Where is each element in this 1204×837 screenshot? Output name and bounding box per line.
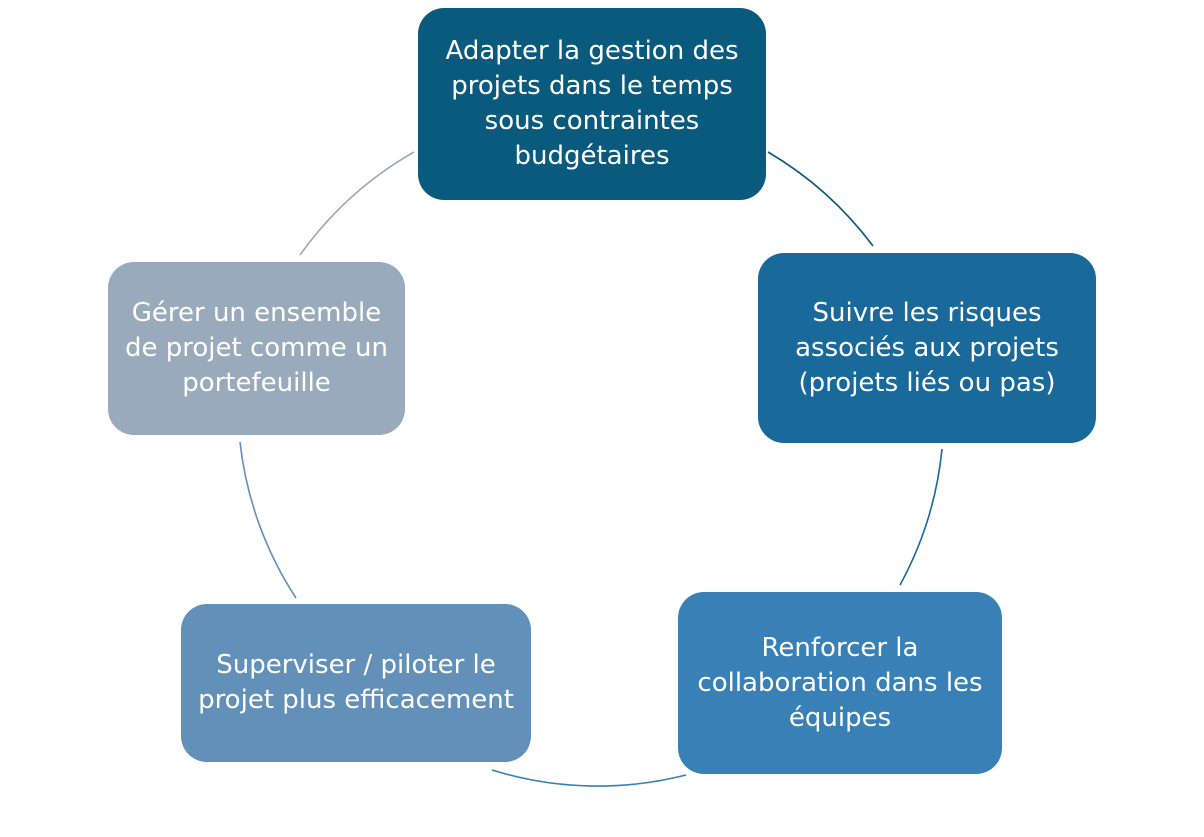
node-label: Superviser / piloter le projet plus effi… [198, 650, 514, 715]
cycle-node-supervise-project: Superviser / piloter le projet plus effi… [181, 604, 531, 762]
connector-arc [767, 151, 874, 247]
node-label: Gérer un ensemble de projet comme un por… [124, 298, 389, 398]
connector-arc [899, 448, 943, 586]
node-label: Adapter la gestion des projets dans le t… [445, 36, 739, 171]
connector-arc [239, 441, 297, 599]
connector-arc [491, 769, 687, 787]
node-label: Renforcer la collaboration dans les équi… [697, 632, 983, 733]
node-label: Suivre les risques associés aux projets … [795, 297, 1059, 398]
connector-arc [299, 151, 415, 256]
cycle-node-strengthen-collaboration: Renforcer la collaboration dans les équi… [678, 592, 1002, 774]
cycle-node-track-risks: Suivre les risques associés aux projets … [758, 253, 1096, 443]
cycle-node-manage-portfolio: Gérer un ensemble de projet comme un por… [108, 262, 405, 435]
cycle-node-adapt-management: Adapter la gestion des projets dans le t… [418, 8, 766, 200]
